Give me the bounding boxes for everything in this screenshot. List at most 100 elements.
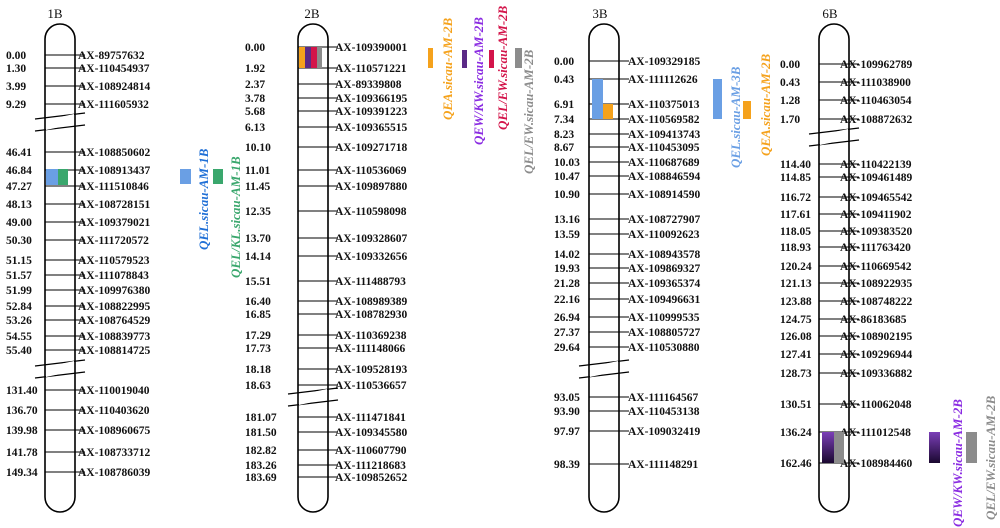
- qtl-label: QEL/EW.sicau-AM-2B: [495, 5, 510, 130]
- marker-position: 1.28: [780, 95, 800, 107]
- marker-name: AX-110999535: [628, 312, 700, 324]
- marker-position: 120.24: [780, 261, 812, 273]
- marker-position: 52.84: [6, 301, 32, 313]
- marker-position: 10.47: [554, 171, 580, 183]
- marker-name: AX-109496631: [628, 294, 700, 306]
- marker-name: AX-109390001: [335, 42, 407, 54]
- marker-name: AX-111148066: [335, 343, 406, 355]
- marker-name: AX-108764529: [78, 315, 150, 327]
- marker-name: AX-108814725: [78, 345, 150, 357]
- marker-position: 0.00: [780, 59, 800, 71]
- marker-position: 162.46: [780, 458, 812, 470]
- marker-position: 127.41: [780, 349, 812, 361]
- marker-position: 17.73: [245, 343, 271, 355]
- marker-position: 136.70: [6, 405, 38, 417]
- qtl-bar: [929, 432, 940, 463]
- marker-name: AX-108913437: [78, 165, 150, 177]
- marker-position: 12.35: [245, 206, 271, 218]
- marker-position: 51.15: [6, 255, 32, 267]
- marker-position: 0.00: [554, 56, 574, 68]
- chromosome-title: 1B: [47, 6, 63, 21]
- marker-position: 3.78: [245, 93, 265, 105]
- marker-name: AX-110579523: [78, 255, 150, 267]
- qtl-bar: [713, 79, 722, 119]
- marker-name: AX-109528193: [335, 364, 407, 376]
- marker-name: AX-109391223: [335, 106, 407, 118]
- marker-name: AX-86183685: [840, 314, 907, 326]
- marker-position: 10.90: [554, 189, 580, 201]
- marker-name: AX-111763420: [840, 242, 911, 254]
- marker-position: 1.30: [6, 63, 26, 75]
- chromosome-body: [818, 23, 850, 513]
- marker-name: AX-108786039: [78, 467, 150, 479]
- marker-name: AX-108822995: [78, 301, 150, 313]
- axis-break-line: [808, 127, 860, 135]
- marker-position: 114.85: [780, 172, 811, 184]
- marker-position: 8.67: [554, 142, 574, 154]
- marker-name: AX-111488793: [335, 276, 406, 288]
- marker-name: AX-108943578: [628, 249, 700, 261]
- marker-position: 1.92: [245, 63, 265, 75]
- marker-position: 14.02: [554, 249, 580, 261]
- marker-name: AX-109032419: [628, 426, 700, 438]
- marker-name: AX-110453138: [628, 406, 700, 418]
- marker-name: AX-108872632: [840, 114, 912, 126]
- qtl-label: QEA.sicau-AM-2B: [758, 53, 773, 156]
- chromosome-title: 3B: [592, 6, 608, 21]
- marker-position: 8.23: [554, 129, 574, 141]
- marker-name: AX-109383520: [840, 226, 912, 238]
- marker-name: AX-109365515: [335, 122, 407, 134]
- marker-position: 136.24: [780, 427, 812, 439]
- marker-name: AX-111510846: [78, 181, 149, 193]
- marker-name: AX-110607790: [335, 445, 407, 457]
- qtl-bar: [743, 101, 751, 119]
- marker-position: 97.97: [554, 426, 580, 438]
- marker-name: AX-109332656: [335, 251, 407, 263]
- marker-name: AX-110571221: [335, 63, 407, 75]
- axis-break-line: [287, 387, 339, 395]
- qtl-bar: [489, 50, 494, 68]
- marker-name: AX-109411902: [840, 209, 912, 221]
- marker-name: AX-110375013: [628, 99, 700, 111]
- marker-position: 128.73: [780, 368, 812, 380]
- marker-position: 13.16: [554, 214, 580, 226]
- chromosome-title: 2B: [304, 6, 320, 21]
- marker-position: 0.43: [554, 74, 574, 86]
- qtl-label: QEW/KW.sicau-AM-2B: [471, 17, 486, 145]
- marker-name: AX-108733712: [78, 447, 150, 459]
- chromosome-body: [44, 23, 76, 513]
- marker-name: AX-108902195: [840, 331, 912, 343]
- qtl-bar: [428, 48, 433, 68]
- marker-name: AX-110687689: [628, 157, 700, 169]
- axis-break-line: [34, 112, 86, 120]
- marker-position: 10.03: [554, 157, 580, 169]
- marker-position: 11.01: [245, 165, 270, 177]
- marker-name: AX-111720572: [78, 235, 149, 247]
- qtl-bar: [180, 169, 191, 184]
- chromosome-body: [297, 23, 329, 513]
- marker-position: 1.70: [780, 114, 800, 126]
- marker-position: 181.07: [245, 412, 277, 424]
- marker-name: AX-109869327: [628, 263, 700, 275]
- marker-position: 53.26: [6, 315, 32, 327]
- marker-position: 11.45: [245, 181, 270, 193]
- marker-position: 16.40: [245, 296, 271, 308]
- marker-name: AX-109379021: [78, 217, 150, 229]
- marker-name: AX-108989389: [335, 296, 407, 308]
- marker-name: AX-110669542: [840, 261, 912, 273]
- marker-name: AX-108850602: [78, 147, 150, 159]
- marker-name: AX-109962789: [840, 59, 912, 71]
- marker-name: AX-109897880: [335, 181, 407, 193]
- marker-position: 9.29: [6, 99, 26, 111]
- qtl-interval-6b-gray: [834, 432, 844, 463]
- marker-name: AX-109366195: [335, 93, 407, 105]
- marker-position: 15.51: [245, 276, 271, 288]
- marker-position: 13.70: [245, 233, 271, 245]
- marker-position: 93.90: [554, 406, 580, 418]
- marker-name: AX-108782930: [335, 309, 407, 321]
- marker-position: 116.72: [780, 192, 811, 204]
- marker-position: 149.34: [6, 467, 38, 479]
- marker-position: 130.51: [780, 399, 812, 411]
- marker-name: AX-108805727: [628, 327, 700, 339]
- marker-position: 10.10: [245, 142, 271, 154]
